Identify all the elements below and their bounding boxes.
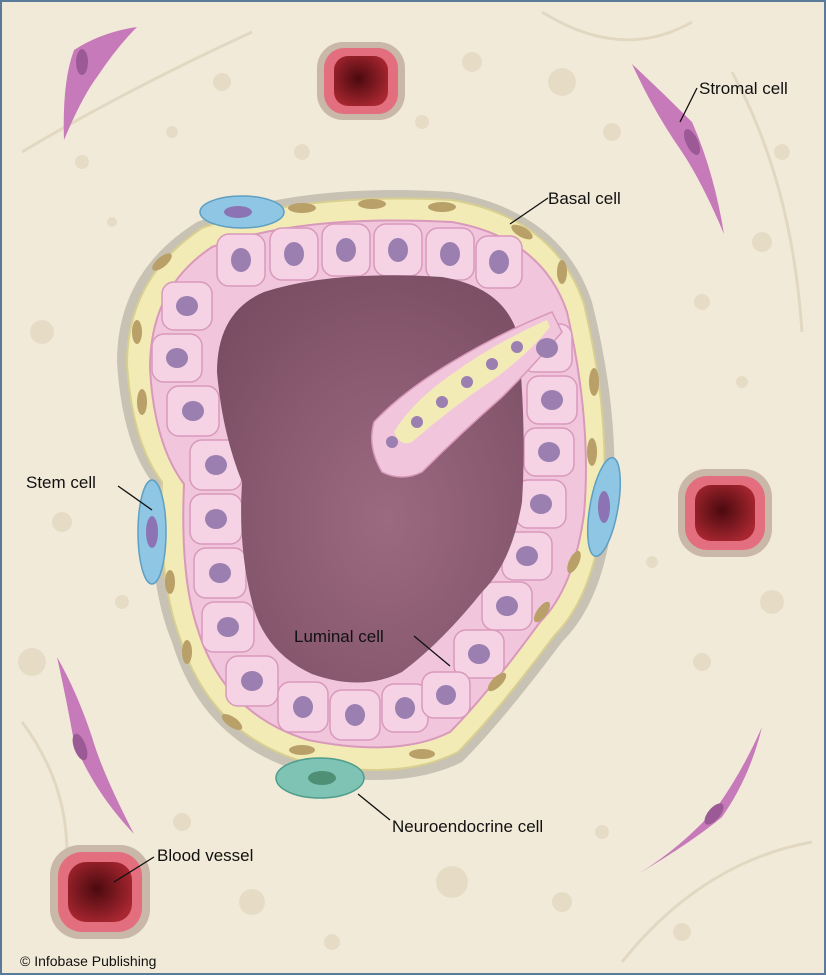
- stem-cell-left: [138, 480, 166, 584]
- stem-cell-top: [200, 196, 284, 228]
- blood-vessel-bottom-left: [50, 845, 150, 939]
- stromal-cell-left: [57, 657, 134, 834]
- stromal-cell-bottom-right: [638, 727, 762, 874]
- blood-vessel-top: [317, 42, 405, 120]
- label-stromal-cell: Stromal cell: [699, 79, 788, 98]
- label-luminal-cell: Luminal cell: [294, 627, 384, 646]
- label-basal-cell: Basal cell: [548, 189, 621, 208]
- label-neuroendocrine-cell: Neuroendocrine cell: [392, 817, 543, 836]
- label-stem-cell: Stem cell: [26, 473, 96, 492]
- copyright-credit: © Infobase Publishing: [20, 953, 156, 969]
- neuroendocrine-cell: [276, 758, 364, 798]
- label-blood-vessel: Blood vessel: [157, 846, 253, 865]
- blood-vessel-right: [678, 469, 772, 557]
